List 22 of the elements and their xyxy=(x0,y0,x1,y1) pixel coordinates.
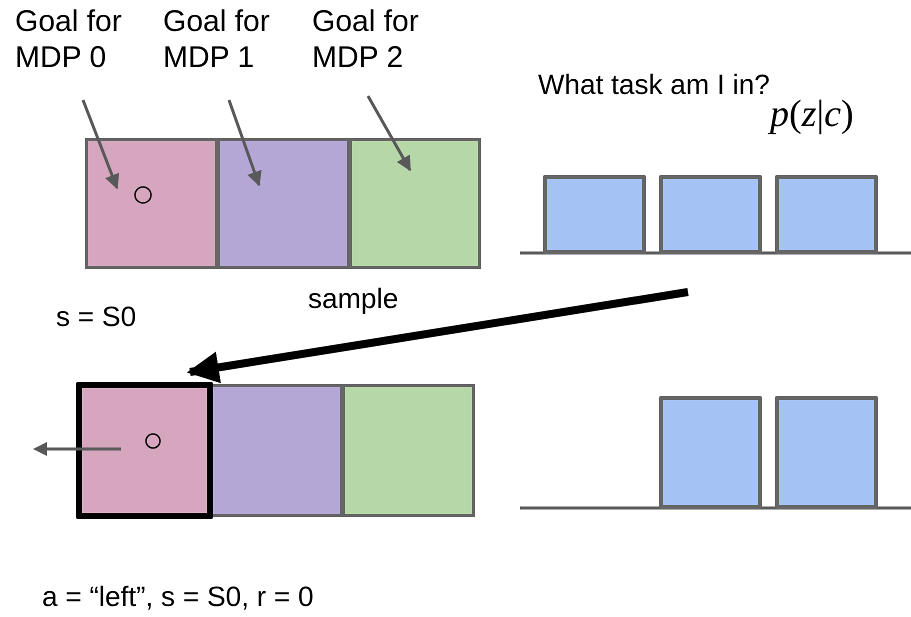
math-formula: p(z|c) xyxy=(770,92,854,138)
histogram-bar xyxy=(543,175,646,254)
grid-cell xyxy=(349,138,481,269)
arrow xyxy=(228,100,262,186)
text-label: s = S0 xyxy=(56,300,136,334)
grid-cell xyxy=(210,384,343,517)
text-label: What task am I in? xyxy=(538,68,770,102)
text-label: a = “left”, s = S0, r = 0 xyxy=(42,580,314,614)
grid-cell xyxy=(85,138,218,269)
grid-cell xyxy=(76,382,213,519)
goal-label: Goal for MDP 1 xyxy=(163,4,308,84)
histogram-bar xyxy=(659,396,762,509)
arrow xyxy=(82,99,120,190)
goal-label: Goal for MDP 0 xyxy=(15,4,160,84)
grid-cell xyxy=(342,384,475,517)
goal-label: Goal for MDP 2 xyxy=(312,4,457,84)
arrow xyxy=(186,288,689,384)
histogram-bar xyxy=(775,175,878,254)
histogram-bar xyxy=(659,175,762,254)
histogram-bar xyxy=(775,396,878,509)
grid-cell xyxy=(217,138,350,269)
arrow xyxy=(366,95,412,172)
